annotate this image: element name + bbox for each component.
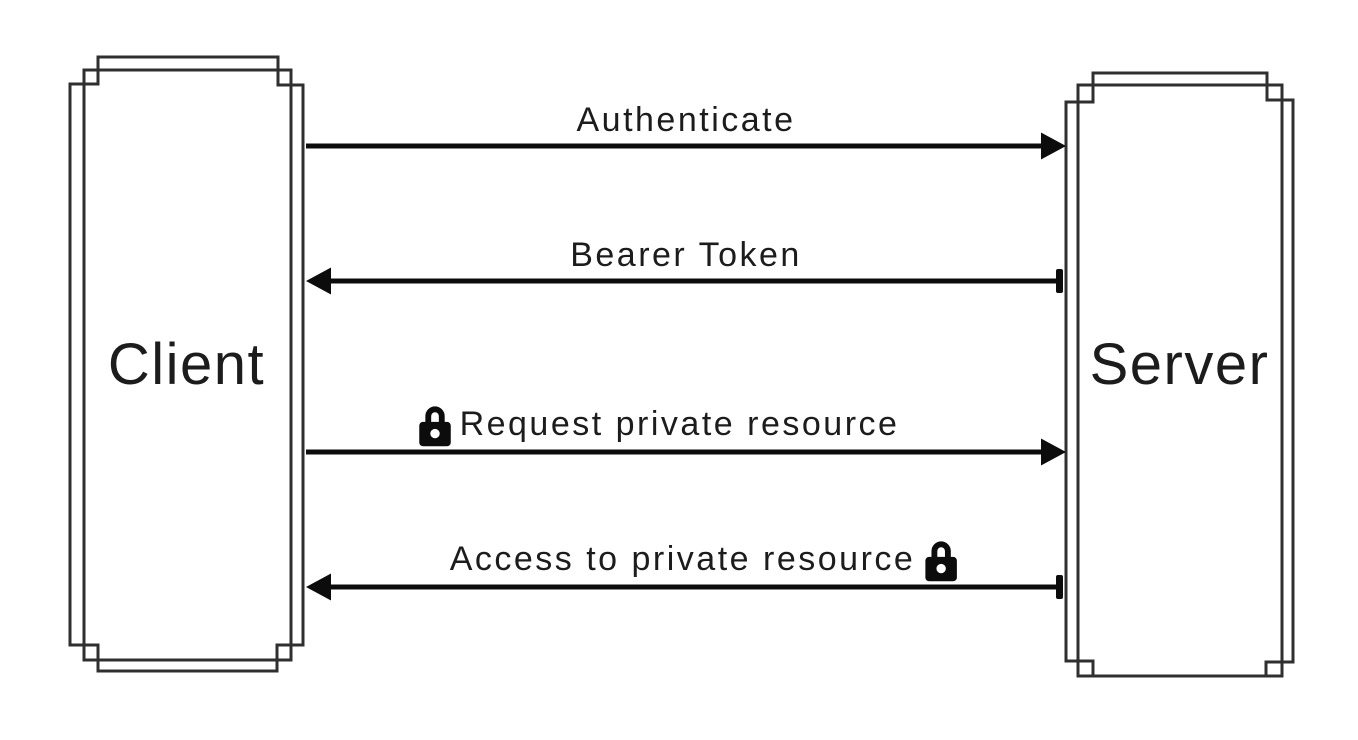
arrow-bar-terminator	[1056, 575, 1063, 599]
arrow-authenticate	[306, 132, 1066, 160]
arrow-access-private-resource	[306, 573, 1063, 601]
actor-label-text: Client	[107, 331, 266, 397]
server-frame-inner	[1076, 83, 1284, 678]
arrow-request-private-resource	[306, 438, 1066, 466]
arrow-bearer-token	[306, 267, 1063, 295]
lock-icon	[419, 405, 451, 446]
message-label-request-private-resource: Request private resource	[417, 400, 900, 448]
message-text: Bearer Token	[570, 235, 802, 274]
client-box-frame	[68, 55, 305, 673]
arrowhead-right-icon	[1041, 132, 1066, 160]
actor-client-label: Client	[70, 56, 303, 672]
client-frame-inner	[82, 68, 293, 662]
client-frame-outer	[68, 55, 305, 673]
message-label-authenticate: Authenticate	[576, 96, 795, 144]
arrowhead-left-icon	[306, 573, 331, 601]
actor-label-text: Server	[1089, 332, 1270, 397]
message-label-bearer-token: Bearer Token	[570, 231, 802, 279]
arrow-bar-terminator	[1056, 269, 1063, 293]
server-box-frame	[1064, 71, 1295, 678]
arrowhead-left-icon	[306, 267, 331, 295]
actor-server-label: Server	[1066, 53, 1293, 676]
message-text: Request private resource	[459, 404, 900, 443]
arrowhead-right-icon	[1041, 438, 1066, 466]
message-text: Access to private resource	[449, 539, 916, 578]
message-label-access-private-resource: Access to private resource	[450, 535, 959, 583]
message-text: Authenticate	[576, 100, 796, 139]
lock-icon	[925, 540, 957, 581]
